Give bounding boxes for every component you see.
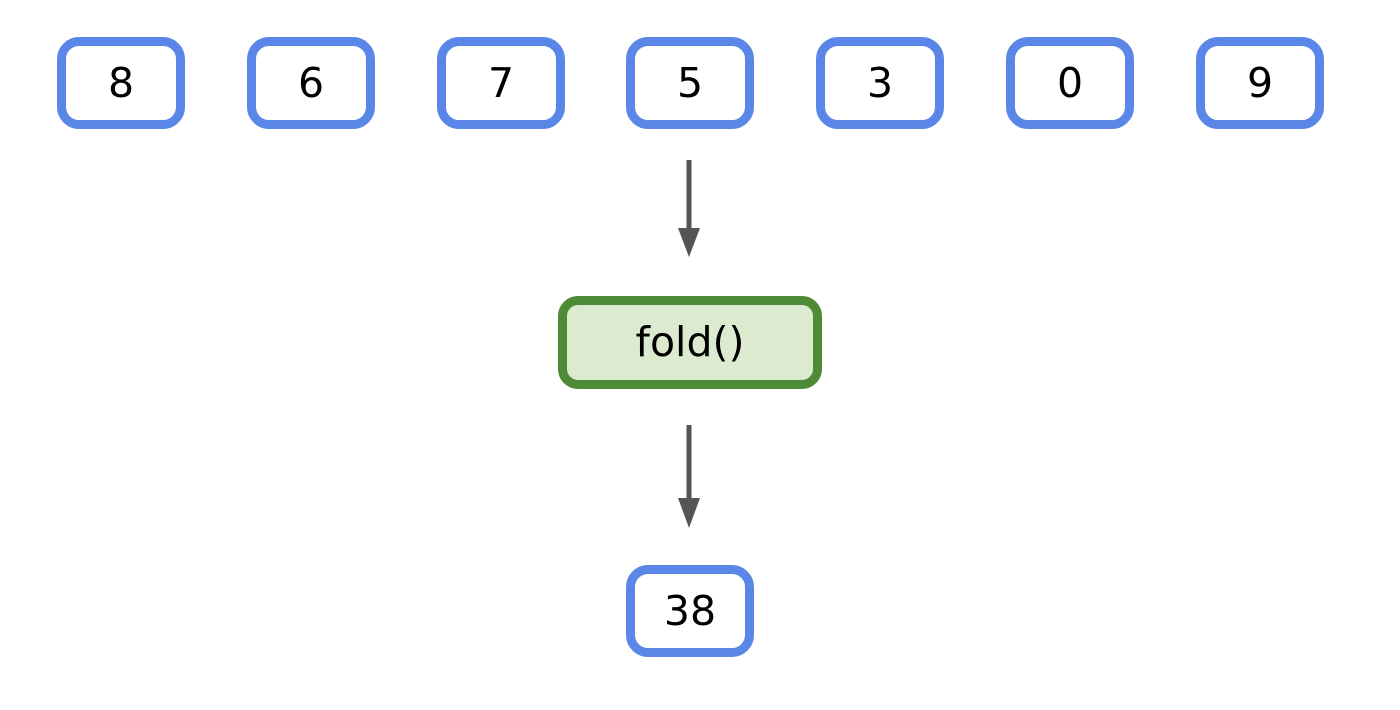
operation-node-fold[interactable]: fold() bbox=[558, 296, 822, 389]
input-box-1[interactable]: 6 bbox=[247, 37, 375, 129]
input-box-2-label: 7 bbox=[487, 58, 515, 107]
input-box-0[interactable]: 8 bbox=[57, 37, 185, 129]
result-box[interactable]: 38 bbox=[626, 565, 754, 657]
input-box-2[interactable]: 7 bbox=[437, 37, 565, 129]
arrow-operation-to-result bbox=[678, 425, 700, 528]
operation-node-label: fold() bbox=[635, 318, 745, 366]
input-box-0-label: 8 bbox=[107, 58, 135, 107]
input-box-6[interactable]: 9 bbox=[1196, 37, 1324, 129]
input-box-3[interactable]: 5 bbox=[626, 37, 754, 129]
input-box-5[interactable]: 0 bbox=[1006, 37, 1134, 129]
input-box-5-label: 0 bbox=[1056, 58, 1084, 107]
input-box-4-label: 3 bbox=[866, 58, 894, 107]
input-box-3-label: 5 bbox=[676, 58, 704, 107]
input-box-4[interactable]: 3 bbox=[816, 37, 944, 129]
result-box-label: 38 bbox=[663, 586, 717, 635]
arrow-input-to-operation bbox=[678, 160, 700, 257]
input-box-6-label: 9 bbox=[1246, 58, 1274, 107]
input-box-1-label: 6 bbox=[297, 58, 325, 107]
